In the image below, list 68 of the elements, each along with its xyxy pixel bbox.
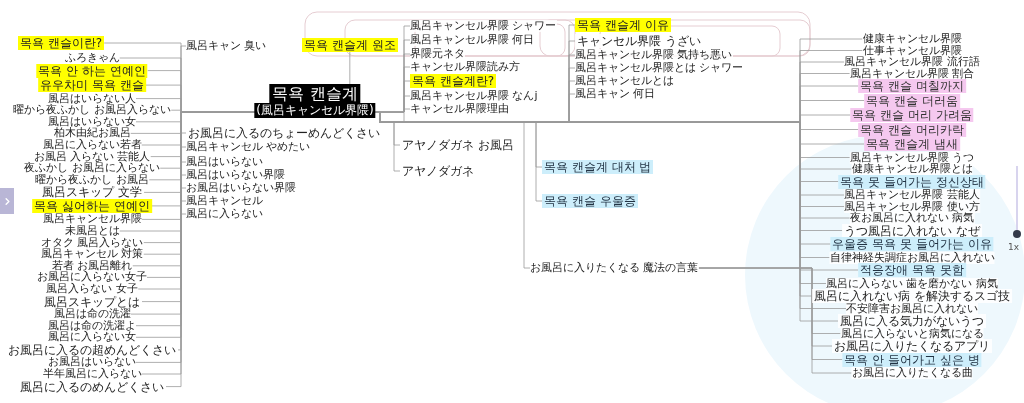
keyword-label: お風呂はいらない界隈 <box>186 182 296 194</box>
keyword-label: 風呂キャン 何日 <box>575 88 656 100</box>
keyword-label: 柏木由紀お風呂 <box>53 127 131 140</box>
keyword-label: 曜から夜ふかし お風呂入らない <box>13 104 171 117</box>
keyword-label: ふろきゃん <box>64 52 120 64</box>
keyword-label: お風呂に入らない女子 <box>37 271 147 284</box>
keyword-label: アヤノダガネ お風呂 <box>400 138 516 152</box>
keyword-label: 風呂キャンセル やめたい <box>186 141 311 153</box>
keyword-label: 未風呂とは <box>64 225 120 237</box>
zoom-level-label: 1x <box>1008 242 1020 252</box>
keyword-label: 風呂キャンセル <box>186 195 263 207</box>
keyword-label: 風呂キャンセル界隈とは シャワー <box>575 62 744 74</box>
keyword-label: 風呂キャンセル界隈 流行語 <box>844 56 980 68</box>
connector-line <box>349 51 351 85</box>
keyword-label: 風呂に入る気力がないうつ <box>838 314 986 328</box>
hub-title: 목욕 캔슬계 <box>269 84 361 103</box>
keyword-label: 風呂キャンセル界隈 何日 <box>410 34 535 46</box>
keyword-label: 風呂に入らない <box>186 208 263 220</box>
keyword-label: 風呂キャンセルとは <box>575 75 674 87</box>
keyword-label: 健康キャンセル界隈 <box>862 33 962 45</box>
highlighted-keyword: 목욕 캔슬 머리카락 <box>858 122 966 137</box>
keyword-label: 夜お風呂に入れない 病気 <box>849 212 975 224</box>
keyword-label: 夜ふかし お風呂に入らない <box>24 162 160 175</box>
keyword-label: お風呂に入りたくなる曲 <box>851 367 973 379</box>
keyword-label: キャンセル界隈読み方 <box>410 61 520 73</box>
highlighted-keyword: 목욕 캔슬 며칠까지 <box>858 79 966 93</box>
keyword-label: 風呂キャンセル 対策 <box>40 248 144 261</box>
keyword-label: 風呂キャン 臭い <box>186 40 267 52</box>
keyword-label: 風呂キャンセル界隈 気持ち悪い <box>575 49 733 61</box>
highlighted-keyword: 목욕 캔슬계란? <box>410 74 497 88</box>
keyword-label: 界隈元ネタ <box>410 48 465 60</box>
connector-line <box>698 267 852 374</box>
keyword-label: オタク 風呂入らない <box>40 236 144 249</box>
highlighted-keyword: 목욕 캔슬계 냄새 <box>864 137 960 151</box>
highlighted-keyword: 목욕 캔슬계 이유 <box>575 18 671 32</box>
keyword-label: 半年風呂に入らない <box>42 368 142 380</box>
highlighted-keyword: 목욕 캔슬계 대처 법 <box>542 160 654 174</box>
keyword-label: 風呂はいらない <box>186 156 263 168</box>
keyword-label: キャンセル界隈 うざい <box>575 34 703 48</box>
highlighted-keyword: 적응장애 목욕 못함 <box>858 263 966 277</box>
keyword-label: お風呂に入るの超めんどくさい <box>6 342 178 357</box>
highlighted-keyword: 목욕 캔슬이란? <box>18 36 105 50</box>
highlighted-keyword: 목욕 안 하는 연예인 <box>36 63 148 78</box>
keyword-label: キャンセル界隈理由 <box>410 103 509 115</box>
keyword-label: 健康キャンセル界隈とは <box>851 163 973 175</box>
keyword-label: お風呂に入りたくなるアプリ <box>832 339 992 353</box>
keyword-label: 風呂は命の洗濯 <box>53 308 131 321</box>
keyword-label: 風呂に入らない女 <box>48 331 136 344</box>
highlighted-keyword: 목욕 캔슬 머리 가려움 <box>850 108 974 122</box>
highlighted-keyword: 우울증 목욕 못 들어가는 이유 <box>830 237 994 251</box>
keyword-label: 風呂に入らない若者 <box>42 139 142 151</box>
keyword-label: 風呂に入るのめんどくさい <box>18 379 166 394</box>
keyword-label: お風呂に入るのちょーめんどくさい <box>186 126 382 140</box>
keyword-label: 風呂に入れない病 を解決するスゴ技 <box>812 289 1012 303</box>
keyword-label: 風呂キャンセル界隈 シャワー <box>410 20 557 32</box>
hub-subtitle: (風呂キャンセル界隈) <box>254 103 376 118</box>
keyword-label: お風呂に入りたくなる 魔法の言葉 <box>530 262 699 274</box>
keyword-label: 風呂キャンセル界隈 芸能人 <box>844 189 980 201</box>
keyword-label: 風呂キャンセル界隈 なんj <box>410 90 538 102</box>
keyword-label: アヤノダガネ <box>400 164 476 178</box>
keyword-label: 風呂はいらない界隈 <box>186 169 285 181</box>
highlighted-keyword: 목욕 캔슬 우울증 <box>542 194 638 208</box>
highlighted-keyword: 목욕 캔슬 더러움 <box>864 93 960 108</box>
keyword-label: 風呂スキップ 文学 <box>40 185 144 200</box>
highlighted-keyword: 유우차미 목욕 캔슬 <box>38 78 146 93</box>
highlighted-keyword: 목욕 캔슬계 원조 <box>302 38 398 52</box>
keyword-label: 風呂キャンセル界隈 <box>42 213 142 226</box>
keyword-label: 風呂入らない 女子 <box>46 283 138 295</box>
